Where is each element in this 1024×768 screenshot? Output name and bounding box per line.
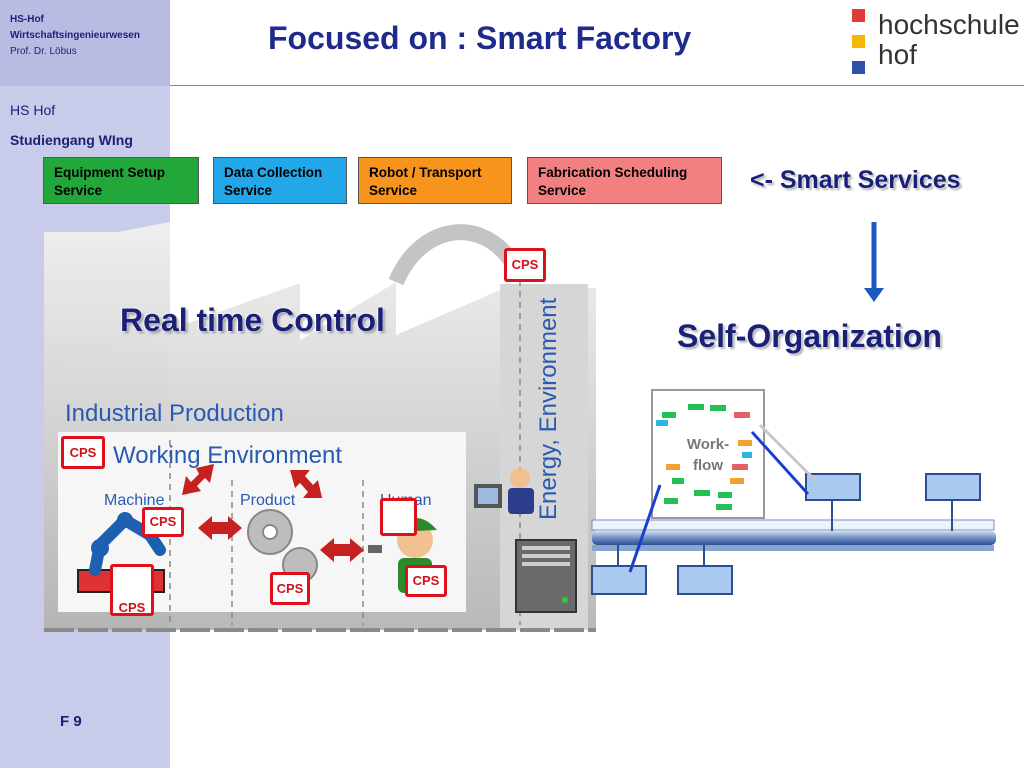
product-label: Product: [240, 492, 296, 509]
interaction-arrows: [182, 464, 364, 562]
realtime-control-label: Real time Control: [120, 302, 386, 339]
sidebar-item-studiengang[interactable]: Studiengang WIng: [10, 132, 133, 148]
logo-text-line1: hochschule: [878, 9, 1020, 40]
machine-label: Machine: [104, 492, 165, 509]
service-label-line1: Data Collection: [224, 165, 323, 180]
self-organization-label: Self-Organization: [677, 318, 943, 355]
service-label-line1: Equipment Setup: [54, 165, 165, 180]
workflow-label: Work- flow: [680, 434, 736, 476]
workflow-label-line1: Work-: [686, 436, 730, 453]
operator-at-pc-icon: [474, 468, 534, 514]
logo-text-line2: hof: [878, 39, 917, 70]
service-data-collection[interactable]: Data Collection Service: [213, 157, 347, 204]
header-divider: [170, 85, 1024, 86]
energy-environment-label: Energy, Environment: [535, 297, 562, 520]
workflow-label-line2: flow: [693, 457, 723, 474]
service-label-line2: Service: [369, 183, 418, 198]
sidebar-header: [0, 0, 170, 86]
service-fabrication-scheduling[interactable]: Fabrication Scheduling Service: [527, 157, 722, 204]
server-tower-icon: [515, 539, 577, 613]
network-bus: [591, 519, 996, 551]
smart-services-label: <- Smart Services: [750, 166, 962, 195]
network-computer-icons: [591, 473, 981, 595]
service-label-line2: Service: [54, 183, 103, 198]
cps-frame-human: [380, 498, 417, 536]
cps-badge-environment: CPS: [61, 436, 105, 469]
industrial-production-label: Industrial Production: [65, 400, 284, 427]
logo-square-red: [852, 9, 865, 22]
author-name: Prof. Dr. Löbus: [10, 46, 77, 57]
gear-icon: [247, 509, 318, 583]
down-arrow-icon: [864, 222, 884, 302]
sidebar-item-hs-hof[interactable]: HS Hof: [10, 102, 56, 118]
cps-badge-machine-base: CPS: [110, 564, 154, 616]
department-name: Wirtschaftsingenieurwesen: [10, 30, 140, 41]
slide-number: F 9: [60, 713, 82, 730]
workflow-panel: [628, 389, 817, 573]
service-label-line1: Robot / Transport: [369, 165, 482, 180]
service-label-line1: Fabrication Scheduling: [538, 165, 688, 180]
page-title: Focused on : Smart Factory: [268, 20, 692, 56]
service-label-line2: Service: [224, 183, 273, 198]
cps-badge-product: CPS: [270, 572, 310, 605]
cps-badge-chimney: CPS: [504, 248, 546, 282]
cps-badge-machine: CPS: [142, 507, 184, 537]
org-name: HS-Hof: [10, 14, 44, 25]
service-equipment-setup[interactable]: Equipment Setup Service: [43, 157, 199, 204]
logo-square-yellow: [852, 35, 865, 48]
hochschule-logo: hochschule hof: [852, 8, 1022, 74]
logo-square-blue: [852, 61, 865, 74]
working-environment-label: Working Environment: [113, 442, 342, 469]
service-robot-transport[interactable]: Robot / Transport Service: [358, 157, 512, 204]
cps-badge-human: CPS: [405, 565, 447, 597]
service-label-line2: Service: [538, 183, 587, 198]
